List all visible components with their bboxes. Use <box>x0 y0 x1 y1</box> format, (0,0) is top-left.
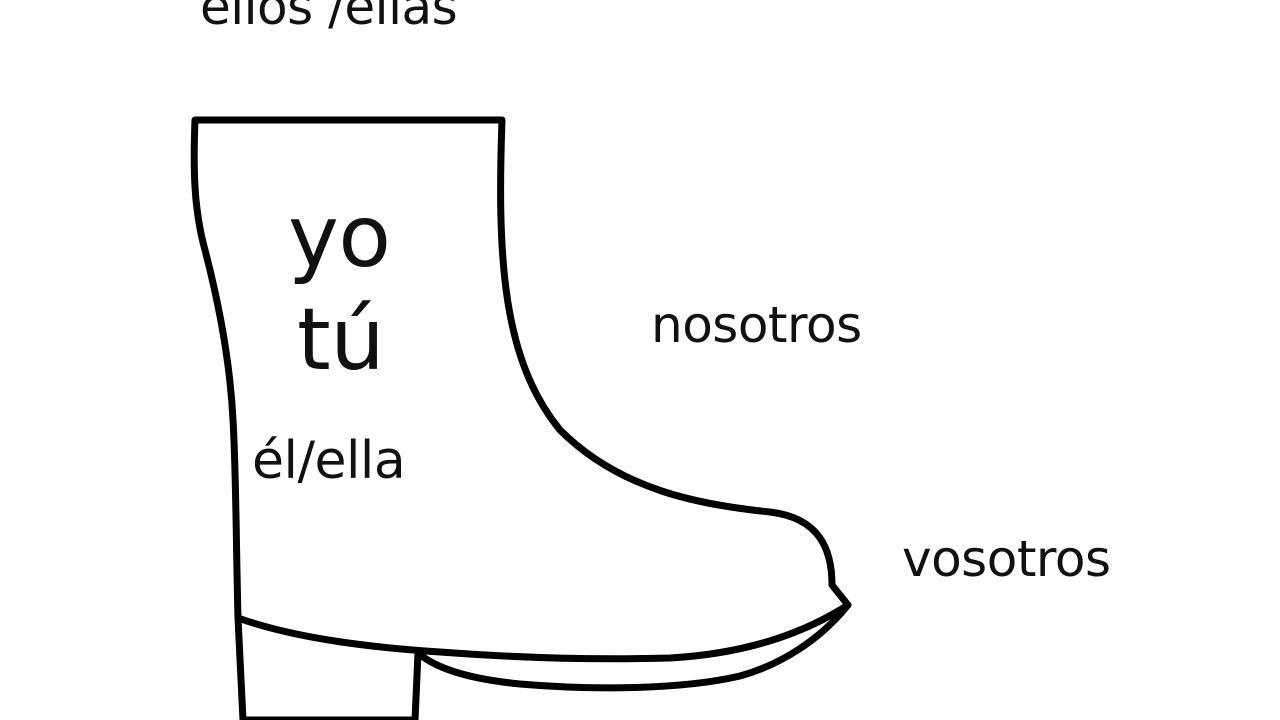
label-nosotros: nosotros <box>651 296 862 354</box>
label-ellos-ellas: ellos /ellas <box>200 0 458 36</box>
sole-line <box>234 601 852 663</box>
label-tu: tú <box>297 290 385 390</box>
label-vosotros: vosotros <box>902 530 1111 588</box>
label-el-ella: él/ella <box>252 431 406 491</box>
boot-shape <box>190 116 852 720</box>
label-yo: yo <box>288 187 391 287</box>
